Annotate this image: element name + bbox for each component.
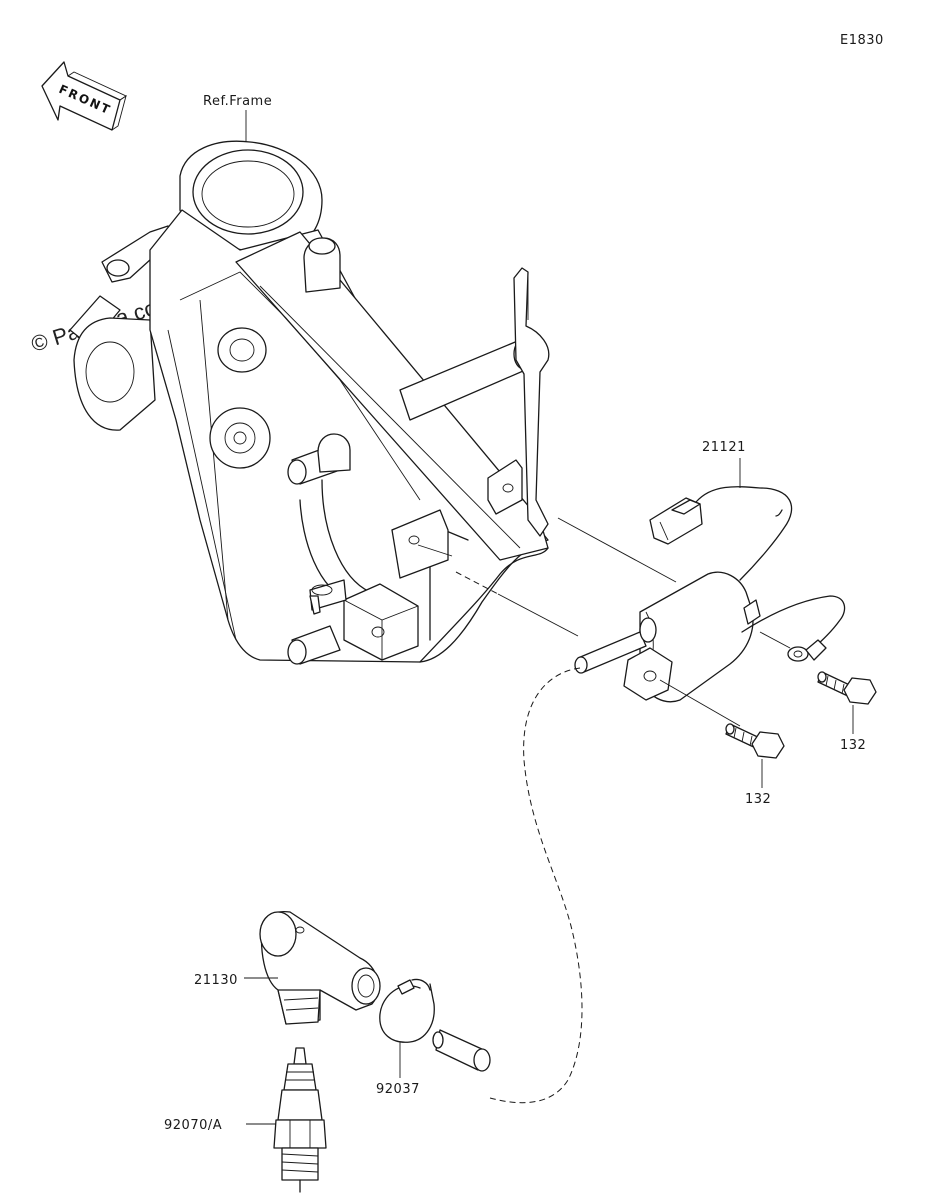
guide-line-coil-top <box>557 517 677 583</box>
spark-plug-icon[interactable] <box>273 1047 327 1193</box>
part-label-92037: 92037 <box>376 1082 420 1097</box>
ht-lead-end <box>432 1029 491 1072</box>
bolt-ground-icon[interactable] <box>817 671 877 705</box>
clamp-icon[interactable] <box>379 978 435 1043</box>
spark-plug-cap[interactable] <box>259 910 381 1025</box>
part-label-132-coil: 132 <box>745 792 771 807</box>
part-label-21130: 21130 <box>194 973 238 988</box>
guide-line-bolt-ground <box>759 631 791 649</box>
guide-line-coil-mid <box>497 593 579 637</box>
part-label-132-ground: 132 <box>840 738 866 753</box>
part-label-21121: 21121 <box>702 440 746 455</box>
ht-lead-routing <box>489 667 583 1104</box>
guide-line-bolt-coil <box>659 679 741 727</box>
guide-dash-coil <box>455 571 499 595</box>
part-label-92070a: 92070/A <box>164 1118 222 1133</box>
diagram-code: E1830 <box>840 33 884 48</box>
front-arrow-icon: FRONT <box>41 61 127 131</box>
frame-reference-label: Ref.Frame <box>203 94 272 109</box>
frame-drawing <box>69 140 550 665</box>
bolt-coil-icon[interactable] <box>725 723 785 759</box>
ignition-coil[interactable] <box>574 486 846 703</box>
